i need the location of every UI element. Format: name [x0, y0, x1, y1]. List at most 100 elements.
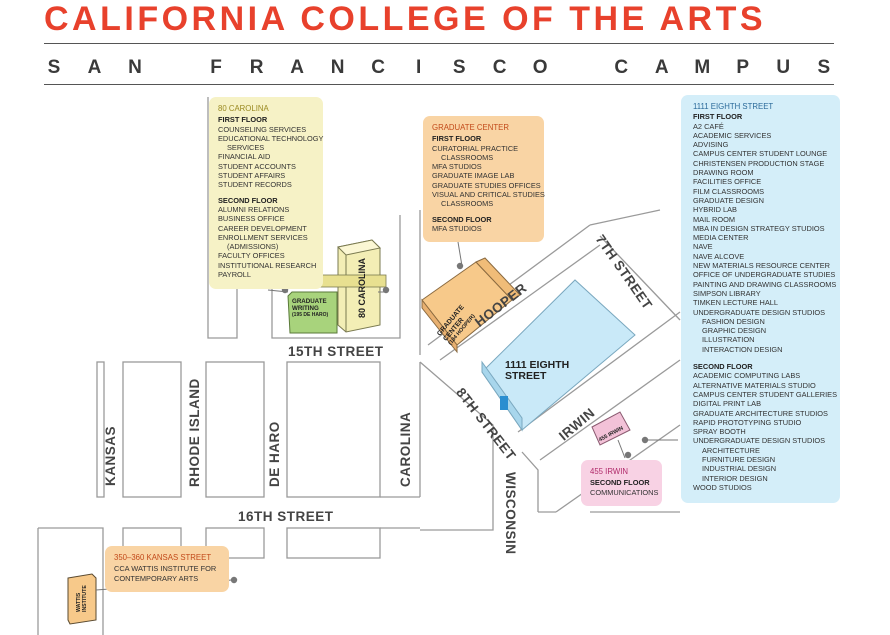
list-item: DRAWING ROOM — [693, 168, 754, 178]
list-item: OFFICE OF UNDERGRADUATE STUDIES — [693, 270, 836, 280]
list-item: TIMKEN LECTURE HALL — [693, 298, 779, 308]
list-item: GRADUATE IMAGE LAB — [432, 171, 515, 181]
list-item: EDUCATIONAL TECHNOLOGY — [218, 133, 324, 143]
list-item: PAINTING AND DRAWING CLASSROOMS — [693, 279, 837, 289]
list-item: CONTEMPORARY ARTS — [114, 573, 199, 583]
list-item: CAREER DEVELOPMENT — [218, 223, 307, 233]
street-edge — [420, 497, 494, 531]
street-carolina: CAROLINA — [398, 411, 413, 487]
street-edge — [539, 359, 681, 461]
list-item: MAIL ROOM — [693, 214, 736, 224]
subtitle-letter: A — [290, 57, 304, 78]
label-wattis: WATTIS INSTITUTE — [76, 585, 88, 612]
list-item: ENROLLMENT SERVICES — [218, 232, 308, 242]
list-item: CAMPUS CENTER STUDENT LOUNGE — [693, 149, 828, 159]
list-item: NAVE — [693, 242, 713, 252]
floor-heading: SECOND FLOOR — [432, 214, 492, 224]
list-item: STUDENT ACCOUNTS — [218, 161, 296, 171]
floor-heading: SECOND FLOOR — [693, 362, 753, 372]
list-item: CLASSROOMS — [441, 199, 494, 209]
street-15th: 15TH STREET — [288, 344, 384, 359]
floor-heading: SECOND FLOOR — [590, 478, 650, 488]
subtitle-letter: N — [330, 57, 345, 78]
list-item: BUSINESS OFFICE — [218, 214, 285, 224]
subtitle-letter: U — [776, 57, 791, 78]
connector-line — [617, 439, 626, 459]
list-item: GRAPHIC DESIGN — [702, 326, 767, 336]
block — [122, 361, 182, 498]
list-item: FASHION DESIGN — [702, 316, 765, 326]
list-item: PAYROLL — [218, 270, 251, 280]
list-item: ARCHITECTURE — [702, 445, 760, 455]
list-item: MBA IN DESIGN STRATEGY STUDIOS — [693, 223, 825, 233]
subtitle-letter: A — [654, 57, 669, 78]
list-item: HYBRID LAB — [693, 205, 737, 215]
block — [38, 527, 104, 635]
subtitle-letter: M — [694, 57, 711, 78]
info-box-kansas-street: 350–360 KANSAS STREET CCA WATTIS INSTITU… — [105, 546, 229, 592]
list-item: ILLUSTRATION — [702, 335, 755, 345]
street-edge — [439, 244, 601, 361]
street-de-haro: DE HARO — [267, 421, 282, 487]
street-edge — [521, 451, 539, 512]
list-item: (ADMISSIONS) — [227, 242, 279, 252]
subtitle-letter: P — [736, 57, 750, 78]
street-edge — [419, 361, 494, 497]
list-item: NEW MATERIALS RESOURCE CENTER — [693, 261, 831, 271]
info-box-graduate-center: GRADUATE CENTER FIRST FLOOR CURATORIAL P… — [423, 116, 545, 242]
connector-dot — [230, 576, 238, 584]
list-item: MEDIA CENTER — [693, 233, 749, 243]
subtitle-letter: I — [416, 57, 422, 78]
list-item: CCA WATTIS INSTITUTE FOR — [114, 564, 217, 574]
connector-line — [457, 241, 463, 267]
list-item: MFA STUDIOS — [432, 162, 482, 172]
floor-heading: SECOND FLOOR — [218, 195, 278, 205]
floor-items: COMMUNICATIONS — [590, 488, 658, 497]
box-title: 80 CAROLINA — [218, 104, 269, 113]
list-item: NAVE ALCOVE — [693, 251, 745, 261]
box-title: 455 IRWIN — [590, 467, 628, 476]
list-item: FACULTY OFFICES — [218, 251, 285, 261]
list-item: STUDENT RECORDS — [218, 180, 292, 190]
list-item: CHRISTENSEN PRODUCTION STAGE — [693, 158, 825, 168]
subtitle-letter: C — [614, 57, 629, 78]
list-item: CLASSROOMS — [441, 152, 494, 162]
subtitle-letter: O — [532, 57, 548, 78]
list-item: INTERIOR DESIGN — [702, 473, 768, 483]
subtitle-letter: S — [817, 57, 831, 78]
label-1111-eighth: 1111 EIGHTH STREET — [505, 359, 570, 382]
building-graduate-center — [421, 257, 521, 354]
building-1111-eighth — [481, 279, 636, 432]
list-item: INDUSTRIAL DESIGN — [702, 464, 777, 474]
label-80-carolina: 80 CAROLINA — [357, 257, 367, 318]
list-item: MFA STUDIOS — [432, 223, 482, 233]
connector-dot — [382, 286, 390, 294]
block — [96, 361, 105, 498]
connector-dot — [624, 451, 632, 459]
building-wattis — [67, 573, 97, 625]
subtitle-letter: N — [128, 57, 142, 78]
box-title: GRADUATE CENTER — [432, 123, 509, 132]
floor-heading: FIRST FLOOR — [432, 134, 482, 144]
list-item: A2 CAFÉ — [693, 121, 724, 131]
list-item: DIGITAL PRINT LAB — [693, 399, 762, 409]
list-item: GRADUATE DESIGN — [693, 195, 764, 205]
list-item: CAMPUS CENTER STUDENT GALLERIES — [693, 389, 838, 399]
street-kansas: KANSAS — [103, 425, 118, 486]
street-16th: 16TH STREET — [238, 509, 334, 524]
subtitle-letter: C — [492, 57, 507, 78]
subtitle-letter: S — [47, 57, 61, 78]
subtitle-letter: F — [210, 57, 222, 78]
street-edge — [589, 209, 661, 226]
list-item: ADVISING — [693, 140, 729, 150]
building-80-carolina — [317, 239, 387, 333]
floor-items: MFA STUDIOS — [432, 224, 537, 233]
subtitle-letter: R — [249, 57, 264, 78]
list-item: ALTERNATIVE MATERIALS STUDIO — [693, 380, 816, 390]
